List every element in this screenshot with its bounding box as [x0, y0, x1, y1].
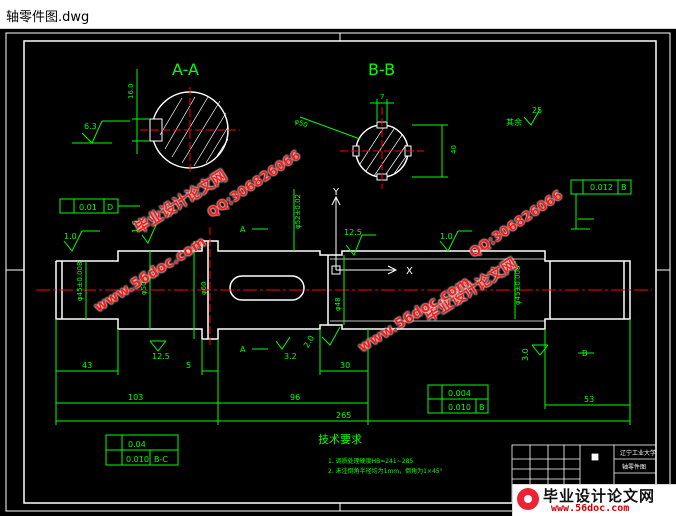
svg-text:B-C: B-C [154, 455, 168, 464]
site-badge: 毕业设计论文网 www.56doc.com [512, 484, 676, 516]
section-b-view: 7 φ50 40 [293, 93, 458, 189]
svg-text:φ52±0.02: φ52±0.02 [294, 194, 302, 229]
notes-line-2: 2. 未注倒角半径均为1mm，倒角为1×45° [328, 467, 443, 475]
svg-text:A: A [240, 345, 246, 354]
svg-text:3.2: 3.2 [284, 352, 297, 361]
horizontal-dimensions [55, 319, 631, 425]
svg-text:φ48: φ48 [334, 297, 342, 311]
dim-5: 5 [186, 361, 191, 370]
svg-text:0.01: 0.01 [79, 203, 97, 212]
svg-text:3.0: 3.0 [521, 348, 530, 361]
svg-text:1.0: 1.0 [440, 232, 453, 241]
dim-30: 30 [340, 361, 350, 370]
window-title: 轴零件图.dwg [6, 10, 90, 25]
svg-text:25: 25 [532, 106, 542, 115]
dim-43: 43 [82, 361, 92, 370]
svg-text:X: X [406, 266, 413, 277]
svg-text:D: D [107, 203, 113, 212]
svg-text:B: B [479, 403, 485, 412]
svg-text:φ45±0.008: φ45±0.008 [514, 266, 522, 305]
svg-text:Y: Y [332, 187, 340, 198]
svg-text:其余: 其余 [506, 117, 522, 127]
title-block-part: 轴零件图 [622, 463, 646, 471]
svg-text:2.0: 2.0 [302, 334, 316, 350]
notes-line-1: 1. 调质处理硬度HB=241~285 [328, 457, 413, 465]
drawing-canvas[interactable]: A-A B-B 16.0 6.3 [0, 29, 676, 516]
roughness-6-3: 6.3 [72, 120, 130, 144]
svg-text:0.004: 0.004 [448, 389, 471, 398]
section-b-label: B-B [368, 60, 395, 79]
ucs-icon: Y X [331, 187, 413, 277]
svg-text:0.010: 0.010 [448, 403, 471, 412]
dim-7: 7 [380, 93, 384, 101]
svg-text:B: B [621, 183, 627, 192]
svg-text:0.010: 0.010 [126, 455, 149, 464]
tolerance-frame-center: 0.004 0.010 B [427, 384, 489, 414]
cad-drawing: A-A B-B 16.0 6.3 [5, 32, 671, 512]
dim-96: 96 [290, 393, 300, 402]
dim-103: 103 [128, 393, 143, 402]
outer-frame [5, 32, 671, 512]
svg-text:φ45±0.008: φ45±0.008 [76, 262, 84, 301]
svg-text:1.0: 1.0 [64, 232, 77, 241]
dim-40: 40 [450, 145, 458, 154]
section-a-label: A-A [172, 60, 199, 79]
svg-text:φ50: φ50 [140, 281, 148, 295]
svg-text:1.6: 1.6 [131, 220, 140, 233]
roughness-general: 其余 25 [506, 106, 542, 127]
site-badge-url: www.56doc.com [551, 503, 630, 514]
window-titlebar: 轴零件图.dwg [0, 0, 676, 29]
svg-text:φ60: φ60 [200, 281, 208, 295]
section-marker-a: A A [240, 225, 268, 354]
svg-text:12.5: 12.5 [152, 352, 170, 361]
title-block-school: 辽宁工业大学 [620, 449, 656, 457]
svg-text:12.5: 12.5 [344, 228, 362, 237]
site-badge-text: 毕业设计论文网 [543, 487, 656, 505]
tolerance-frame-b: 0.012 B [570, 179, 632, 230]
section-a-view: 16.0 [127, 69, 240, 174]
dim-265: 265 [336, 411, 351, 420]
svg-text:A: A [240, 225, 246, 234]
notes-title: 技术要求 [318, 433, 362, 446]
dim-53: 53 [584, 395, 594, 404]
svg-text:6.3: 6.3 [84, 122, 97, 131]
tolerance-frame-d: 0.01 D [59, 198, 140, 214]
svg-text:B: B [582, 349, 588, 358]
svg-text:0.04: 0.04 [128, 440, 146, 449]
tolerance-frame-left: 0.04 0.010 B-C [105, 434, 179, 466]
section-marker-b: B [578, 218, 594, 358]
roughness-symbols: 1.0 1.6 12.5 12.5 3.2 2.0 1.0 3.0 [63, 220, 549, 361]
dim-16: 16.0 [127, 83, 135, 99]
site-logo-icon [517, 488, 539, 510]
svg-text:0.012: 0.012 [590, 183, 613, 192]
